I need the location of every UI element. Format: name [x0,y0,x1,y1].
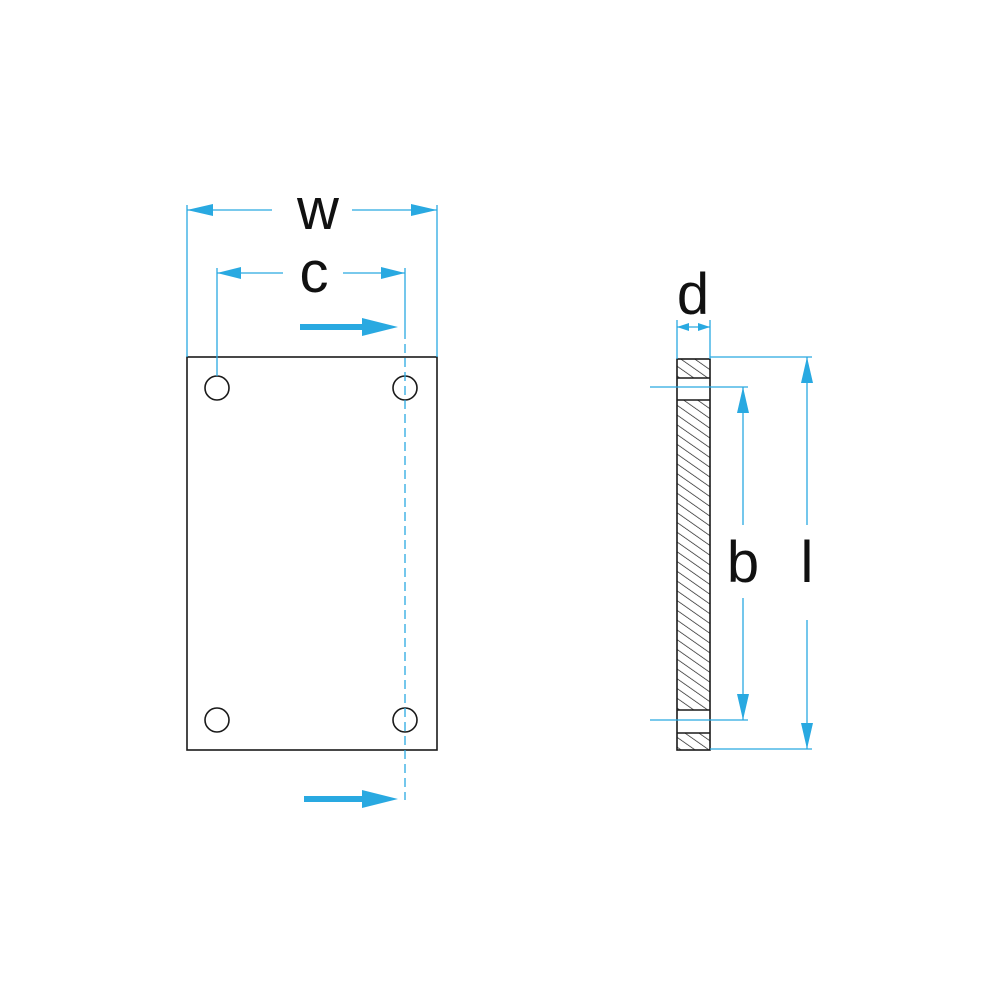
section-arrow-bottom [304,790,398,808]
section-hatch-bottom [677,733,710,750]
hole-bottom-left [204,707,230,733]
label-d: d [677,262,709,327]
dimension-hole-span: b [650,386,759,721]
plate-outline [186,356,438,751]
section-hatch-top [677,359,710,378]
front-view [186,356,438,751]
hole-top-left [204,375,230,401]
label-c: c [300,240,329,305]
section-view [676,358,711,751]
label-b: b [727,530,759,595]
label-w: w [296,177,340,242]
label-l: l [801,530,814,595]
section-arrow-top [300,318,398,336]
dimension-width: w [186,177,438,357]
dimension-length: l [710,356,814,750]
dimension-thickness: d [676,262,711,359]
dimension-hole-spacing: c [216,240,406,376]
section-hatch-middle [677,400,710,710]
section-cut [300,318,406,808]
section-outline [676,358,711,751]
